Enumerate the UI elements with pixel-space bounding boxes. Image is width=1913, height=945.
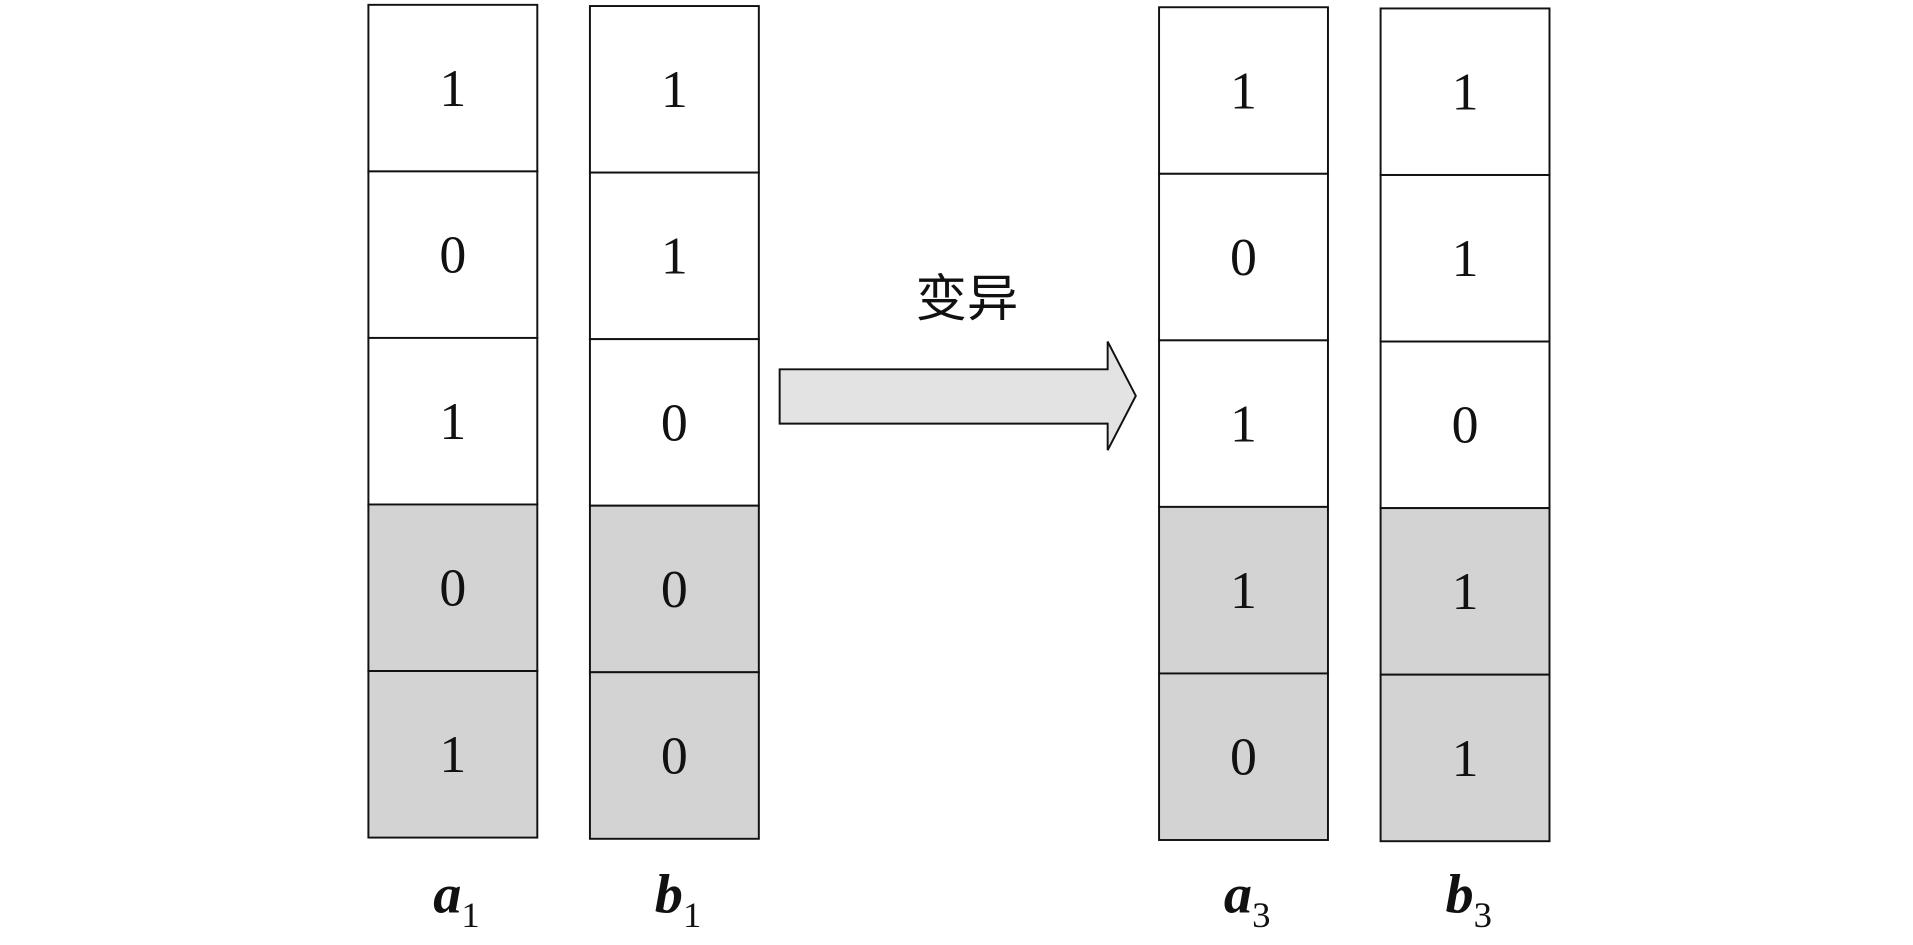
gene-value: 0 — [1230, 727, 1257, 787]
chromosome-b1: 1 1 0 0 0 b1 — [588, 5, 760, 935]
gene-value: 1 — [1452, 562, 1479, 622]
gene-value: 0 — [1230, 227, 1257, 287]
gene-cell — [1158, 505, 1329, 675]
gene-cell — [588, 671, 760, 840]
gene-cell — [367, 503, 539, 672]
gene-value: 1 — [1230, 61, 1257, 121]
gene-cell — [1379, 507, 1551, 676]
gene-cell — [1158, 6, 1329, 175]
gene-cell — [1379, 340, 1551, 510]
gene-cell — [1379, 174, 1551, 343]
gene-value: 1 — [1452, 62, 1479, 122]
chromosome-label: a1 — [433, 864, 480, 935]
gene-value: 1 — [439, 725, 466, 785]
gene-value: 1 — [439, 391, 466, 451]
gene-value: 1 — [1452, 228, 1479, 288]
gene-cell — [367, 336, 539, 506]
gene-value: 1 — [1230, 394, 1257, 454]
gene-value: 0 — [661, 726, 688, 786]
chromosome-label: b3 — [1445, 864, 1492, 935]
gene-cell — [1379, 673, 1551, 843]
chromosome-label: a3 — [1224, 864, 1271, 935]
mutation-arrow — [778, 341, 1137, 451]
chromosome-a1: 1 0 1 0 1 a1 — [367, 3, 539, 935]
chromosome-a3: 1 0 1 1 0 a3 — [1158, 6, 1329, 935]
gene-cell — [367, 670, 539, 839]
gene-value: 0 — [439, 225, 466, 285]
gene-cell — [588, 5, 760, 174]
chromosome-b3: 1 1 0 1 1 b3 — [1379, 7, 1551, 935]
gene-cell — [1158, 172, 1329, 342]
gene-cell — [1158, 339, 1329, 508]
gene-value: 1 — [439, 58, 466, 118]
gene-cell — [1379, 7, 1551, 176]
mutation-label: 变异 — [916, 271, 1019, 330]
gene-value: 0 — [661, 559, 688, 619]
gene-value: 0 — [439, 558, 466, 618]
gene-value: 1 — [661, 60, 688, 120]
gene-value: 1 — [1230, 560, 1257, 620]
gene-value: 0 — [1452, 395, 1479, 455]
chromosome-label: b1 — [655, 864, 702, 935]
gene-cell — [588, 338, 760, 507]
gene-cell — [367, 170, 539, 339]
gene-cell — [1158, 672, 1329, 841]
gene-value: 1 — [1452, 728, 1479, 788]
gene-value: 1 — [661, 226, 688, 286]
gene-cell — [367, 3, 539, 173]
gene-value: 0 — [661, 393, 688, 453]
